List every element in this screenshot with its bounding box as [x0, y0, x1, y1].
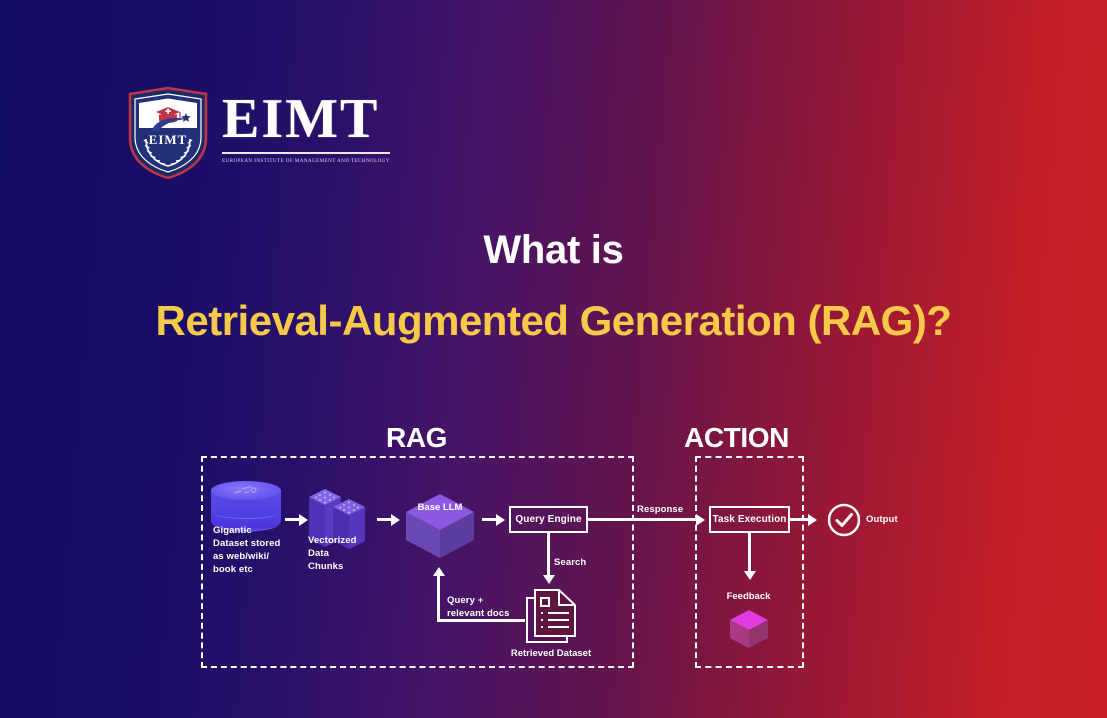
database-emblem-icon [234, 486, 257, 494]
arrow-search [547, 533, 550, 579]
arrow-head-icon [743, 571, 756, 580]
check-circle-icon [827, 503, 861, 537]
node-feedback-label: Feedback [726, 591, 771, 602]
action-group-boundary [695, 456, 804, 668]
node-vectorized-chunks [307, 485, 371, 553]
arrow-head-icon [808, 513, 817, 526]
edge-label-query-relevant-docs: Query + relevant docs [447, 595, 510, 619]
arrow-head-icon [391, 513, 400, 526]
page-title-line1: What is [483, 228, 624, 272]
node-output-label: Output [866, 514, 898, 525]
node-vectorized-chunks-label: Vectorized Data Chunks [308, 535, 357, 572]
node-database [211, 481, 281, 539]
arrow-response [588, 518, 701, 521]
node-retrieved-dataset-label: Retrieved Dataset [510, 648, 592, 659]
node-query-engine[interactable]: Query Engine [509, 506, 588, 533]
line-docs-to-llm-vertical [437, 576, 440, 621]
line-docs-to-llm [437, 619, 525, 622]
node-base-llm [404, 492, 476, 560]
brand-wordmark: EIMT EUROPEAN INSTITUTE OF MANAGEMENT AN… [222, 88, 390, 172]
node-base-llm-label: Base LLM [417, 502, 463, 513]
node-feedback-cube [728, 608, 770, 650]
node-output [827, 503, 861, 537]
node-task-execution[interactable]: Task Execution [709, 506, 790, 533]
arrow-head-icon [299, 513, 308, 526]
section-title-action: ACTION [684, 422, 789, 453]
arrow-task-to-output [790, 518, 812, 521]
shield-wordmark: EIMT [149, 132, 188, 147]
rag-group-boundary [201, 456, 634, 668]
arrow-database-to-chunks [285, 518, 304, 521]
node-query-engine-label: Query Engine [515, 514, 582, 525]
brand-logo[interactable]: EIMT EIMT EUROPEAN INSTITUTE OF MANAGEME… [126, 86, 390, 182]
arrow-chunks-to-llm [377, 518, 396, 521]
page-title-line2: Retrieval-Augmented Generation (RAG)? [155, 297, 952, 344]
node-database-label: Gigantic Dataset stored as web/wiki/ boo… [213, 525, 281, 575]
brand-wordmark-text: EIMT [222, 88, 380, 150]
arrow-llm-to-query-engine [482, 518, 501, 521]
eimt-shield-icon: EIMT [126, 86, 210, 180]
edge-label-response: Response [637, 504, 684, 515]
brand-subtitle: EUROPEAN INSTITUTE OF MANAGEMENT AND TEC… [222, 158, 390, 164]
arrow-head-icon [432, 567, 445, 576]
brand-divider [222, 152, 390, 154]
cylinder-rib [213, 519, 279, 531]
node-retrieved-dataset [523, 588, 579, 646]
arrow-head-icon [696, 513, 705, 526]
cylinder-top [211, 481, 281, 500]
arrow-task-to-feedback [748, 533, 751, 575]
section-title-rag: RAG [386, 422, 448, 453]
edge-label-search: Search [554, 557, 587, 568]
document-stack-icon [526, 589, 576, 643]
node-task-execution-label: Task Execution [712, 514, 787, 525]
arrow-head-icon [542, 575, 555, 584]
arrow-head-icon [496, 513, 505, 526]
cylinder-rib [213, 507, 279, 519]
